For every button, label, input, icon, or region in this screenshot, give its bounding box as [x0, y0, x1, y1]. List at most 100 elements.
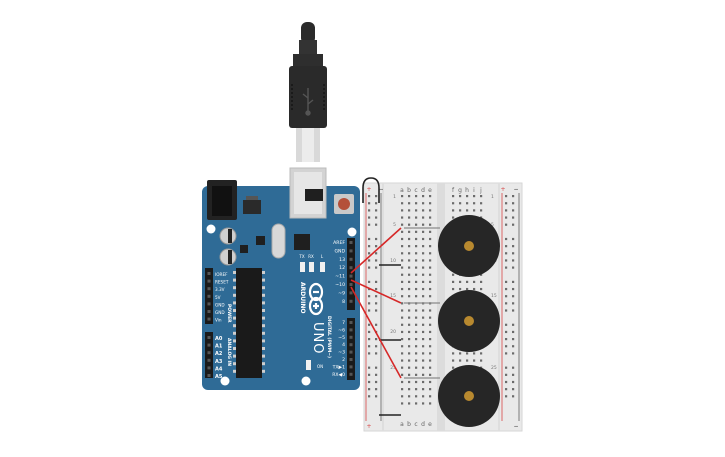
row-number-label: 15 [491, 293, 497, 299]
reset-button-cap[interactable] [338, 198, 350, 210]
piezo-buzzer[interactable] [404, 290, 500, 352]
breadboard-hole [422, 338, 425, 341]
rail-hole [512, 323, 515, 326]
l-label: L [321, 254, 324, 259]
breadboard-hole [429, 259, 432, 262]
breadboard-hole [429, 202, 432, 205]
breadboard-hole [408, 380, 411, 384]
breadboard-hole [415, 295, 418, 298]
header-socket [207, 287, 211, 291]
on-led [306, 360, 311, 370]
chip-pin [233, 316, 236, 320]
header-socket [207, 317, 211, 321]
breadboard-hole [415, 345, 418, 348]
breadboard-hole [401, 302, 404, 305]
breadboard-hole [429, 287, 432, 291]
arduino-uno-board[interactable]: TX RX L ON ARDUINO UNO POWER ANALOG IN D… [202, 167, 360, 390]
breadboard-hole [401, 223, 404, 226]
breadboard-hole [452, 352, 455, 355]
rail-hole [505, 216, 508, 219]
breadboard-hole [422, 280, 425, 283]
chip-pin [233, 362, 236, 366]
breadboard-hole [473, 287, 476, 291]
on-label: ON [317, 364, 323, 369]
breadboard-hole [429, 309, 432, 312]
header-socket [349, 291, 353, 295]
breadboard-hole [422, 388, 425, 391]
rail-hole [375, 373, 378, 376]
digital-pin-label: AREF [333, 240, 345, 246]
breadboard-hole [401, 352, 404, 355]
rail-hole [375, 323, 378, 326]
row-number-label: 25 [491, 365, 497, 371]
ground-loop-wire[interactable] [362, 177, 380, 203]
piezo-buzzer[interactable] [404, 215, 500, 277]
breadboard-hole [401, 295, 404, 298]
column-label: h [465, 187, 469, 194]
header-socket [207, 366, 211, 370]
breadboard-hole [401, 259, 404, 262]
piezo-buzzer[interactable] [404, 365, 500, 427]
signal-wire-pin-11[interactable] [350, 279, 402, 304]
chip-pin [262, 369, 265, 373]
header-socket [349, 257, 353, 261]
header-socket [207, 358, 211, 362]
header-socket [349, 358, 353, 361]
mounting-hole [301, 376, 311, 386]
signal-wire-pin-12[interactable] [350, 227, 402, 274]
chip-pin [262, 354, 265, 358]
breadboard-hole [466, 287, 469, 291]
breadboard-hole [408, 259, 411, 262]
row-number-label: 20 [390, 329, 396, 335]
rail-hole [505, 245, 508, 248]
breadboard-hole [429, 395, 432, 398]
rail-hole [368, 237, 371, 241]
rx-label: RX [308, 254, 314, 259]
breadboard-hole [422, 245, 425, 248]
breadboard-hole [415, 330, 418, 334]
rail-hole [505, 345, 508, 348]
chip-pin [262, 362, 265, 366]
rail-hole [368, 295, 371, 298]
rail-hole [375, 195, 378, 198]
breadboard-hole [422, 395, 425, 398]
chip-pin [233, 339, 236, 343]
breadboard-hole [415, 402, 418, 405]
usb-cable-strain-relief [301, 22, 315, 44]
rail-hole [505, 252, 508, 255]
breadboard-hole [422, 216, 425, 219]
usb-cable[interactable] [289, 22, 327, 162]
header-socket [349, 266, 353, 270]
digital-pin-label: 7 [342, 320, 345, 326]
rail-hole [505, 395, 508, 398]
chip-pin [233, 369, 236, 373]
rail-hole [375, 287, 378, 291]
breadboard-hole [459, 202, 462, 205]
breadboard-hole [408, 323, 411, 326]
uno-logo-text: UNO [310, 322, 325, 354]
breadboard-hole [459, 287, 462, 291]
breadboard-hole [466, 352, 469, 355]
breadboard-hole [459, 280, 462, 283]
rail-hole [375, 302, 378, 305]
analog-pin-label: A2 [215, 351, 223, 357]
rail-hole [505, 266, 508, 269]
breadboard-hole [408, 273, 411, 276]
chip-pin [262, 301, 265, 305]
wires[interactable] [350, 177, 402, 416]
breadboard-hole [401, 209, 404, 212]
signal-wire-pin-10[interactable] [350, 286, 402, 379]
breadboard-hole [401, 309, 404, 312]
rail-hole [368, 366, 371, 369]
rail-hole [512, 380, 515, 384]
breadboard-hole [415, 316, 418, 319]
rail-hole [368, 259, 371, 262]
rail-hole [375, 202, 378, 205]
piezo-buzzers[interactable] [404, 215, 500, 427]
breadboard-hole [401, 330, 404, 334]
rail-hole [368, 202, 371, 205]
breadboard-hole [415, 237, 418, 241]
rail-hole [505, 302, 508, 305]
right-minus-label: − [513, 186, 518, 193]
